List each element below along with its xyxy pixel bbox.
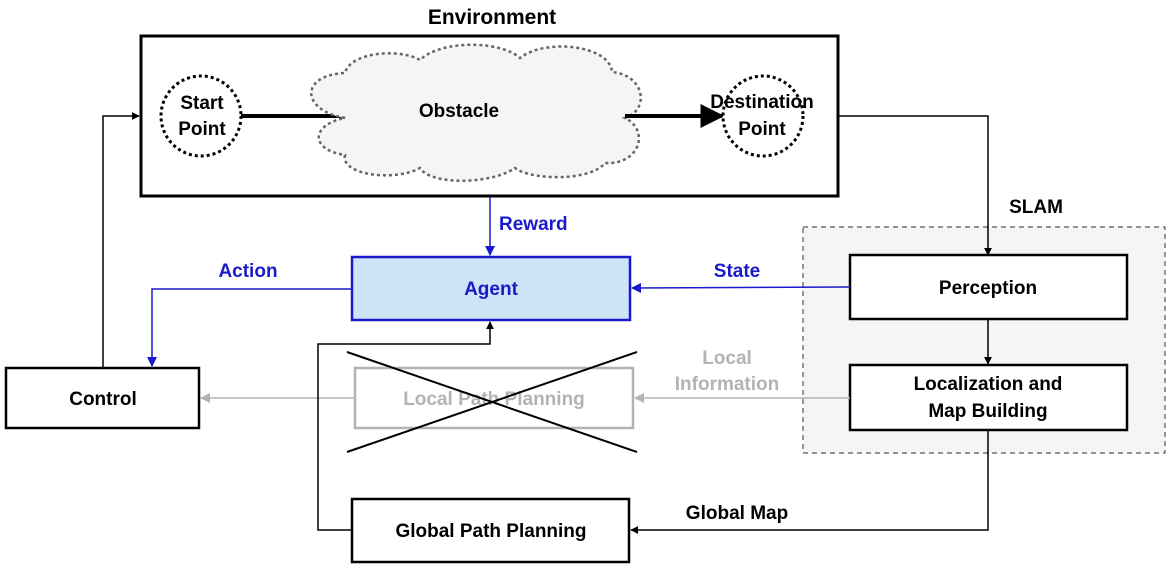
- cross-line-2: [346, 351, 638, 453]
- control-to-environment-edge: [102, 112, 140, 368]
- local-information-label-1: Local: [702, 348, 752, 369]
- slam-title: SLAM: [1009, 197, 1063, 218]
- environment-to-perception-edge: [838, 115, 992, 256]
- state-label: State: [714, 261, 760, 282]
- environment-title: Environment: [428, 6, 556, 29]
- local-path-planning-label: Local Path Planning: [403, 389, 585, 410]
- localization-label-1: Localization and: [914, 374, 1063, 395]
- agent-label: Agent: [464, 279, 519, 300]
- global-path-planning-label: Global Path Planning: [395, 521, 586, 542]
- state-edge: [631, 282, 851, 293]
- global-to-agent-edge: [317, 321, 494, 531]
- perception-label: Perception: [939, 278, 1037, 299]
- destination-point-node: [721, 74, 805, 158]
- agent-node: [350, 255, 632, 322]
- global-map-label: Global Map: [686, 503, 788, 524]
- start-point-node: [159, 74, 243, 158]
- localization-label-2: Map Building: [928, 401, 1047, 422]
- local-path-planning-node: [353, 366, 635, 430]
- control-label: Control: [69, 389, 137, 410]
- control-node: [4, 366, 201, 430]
- global-map-edge: [630, 430, 989, 534]
- action-label: Action: [218, 261, 277, 282]
- start-point-label-1: Start: [180, 93, 224, 114]
- reward-label: Reward: [499, 214, 568, 235]
- obstacle-label: Obstacle: [419, 101, 499, 122]
- destination-point-label-1: Destination: [710, 92, 813, 113]
- start-point-label-2: Point: [178, 119, 226, 140]
- localization-node: [848, 363, 1129, 432]
- action-edge: [147, 288, 352, 367]
- local-information-label-2: Information: [675, 374, 780, 395]
- destination-point-label-2: Point: [738, 119, 786, 140]
